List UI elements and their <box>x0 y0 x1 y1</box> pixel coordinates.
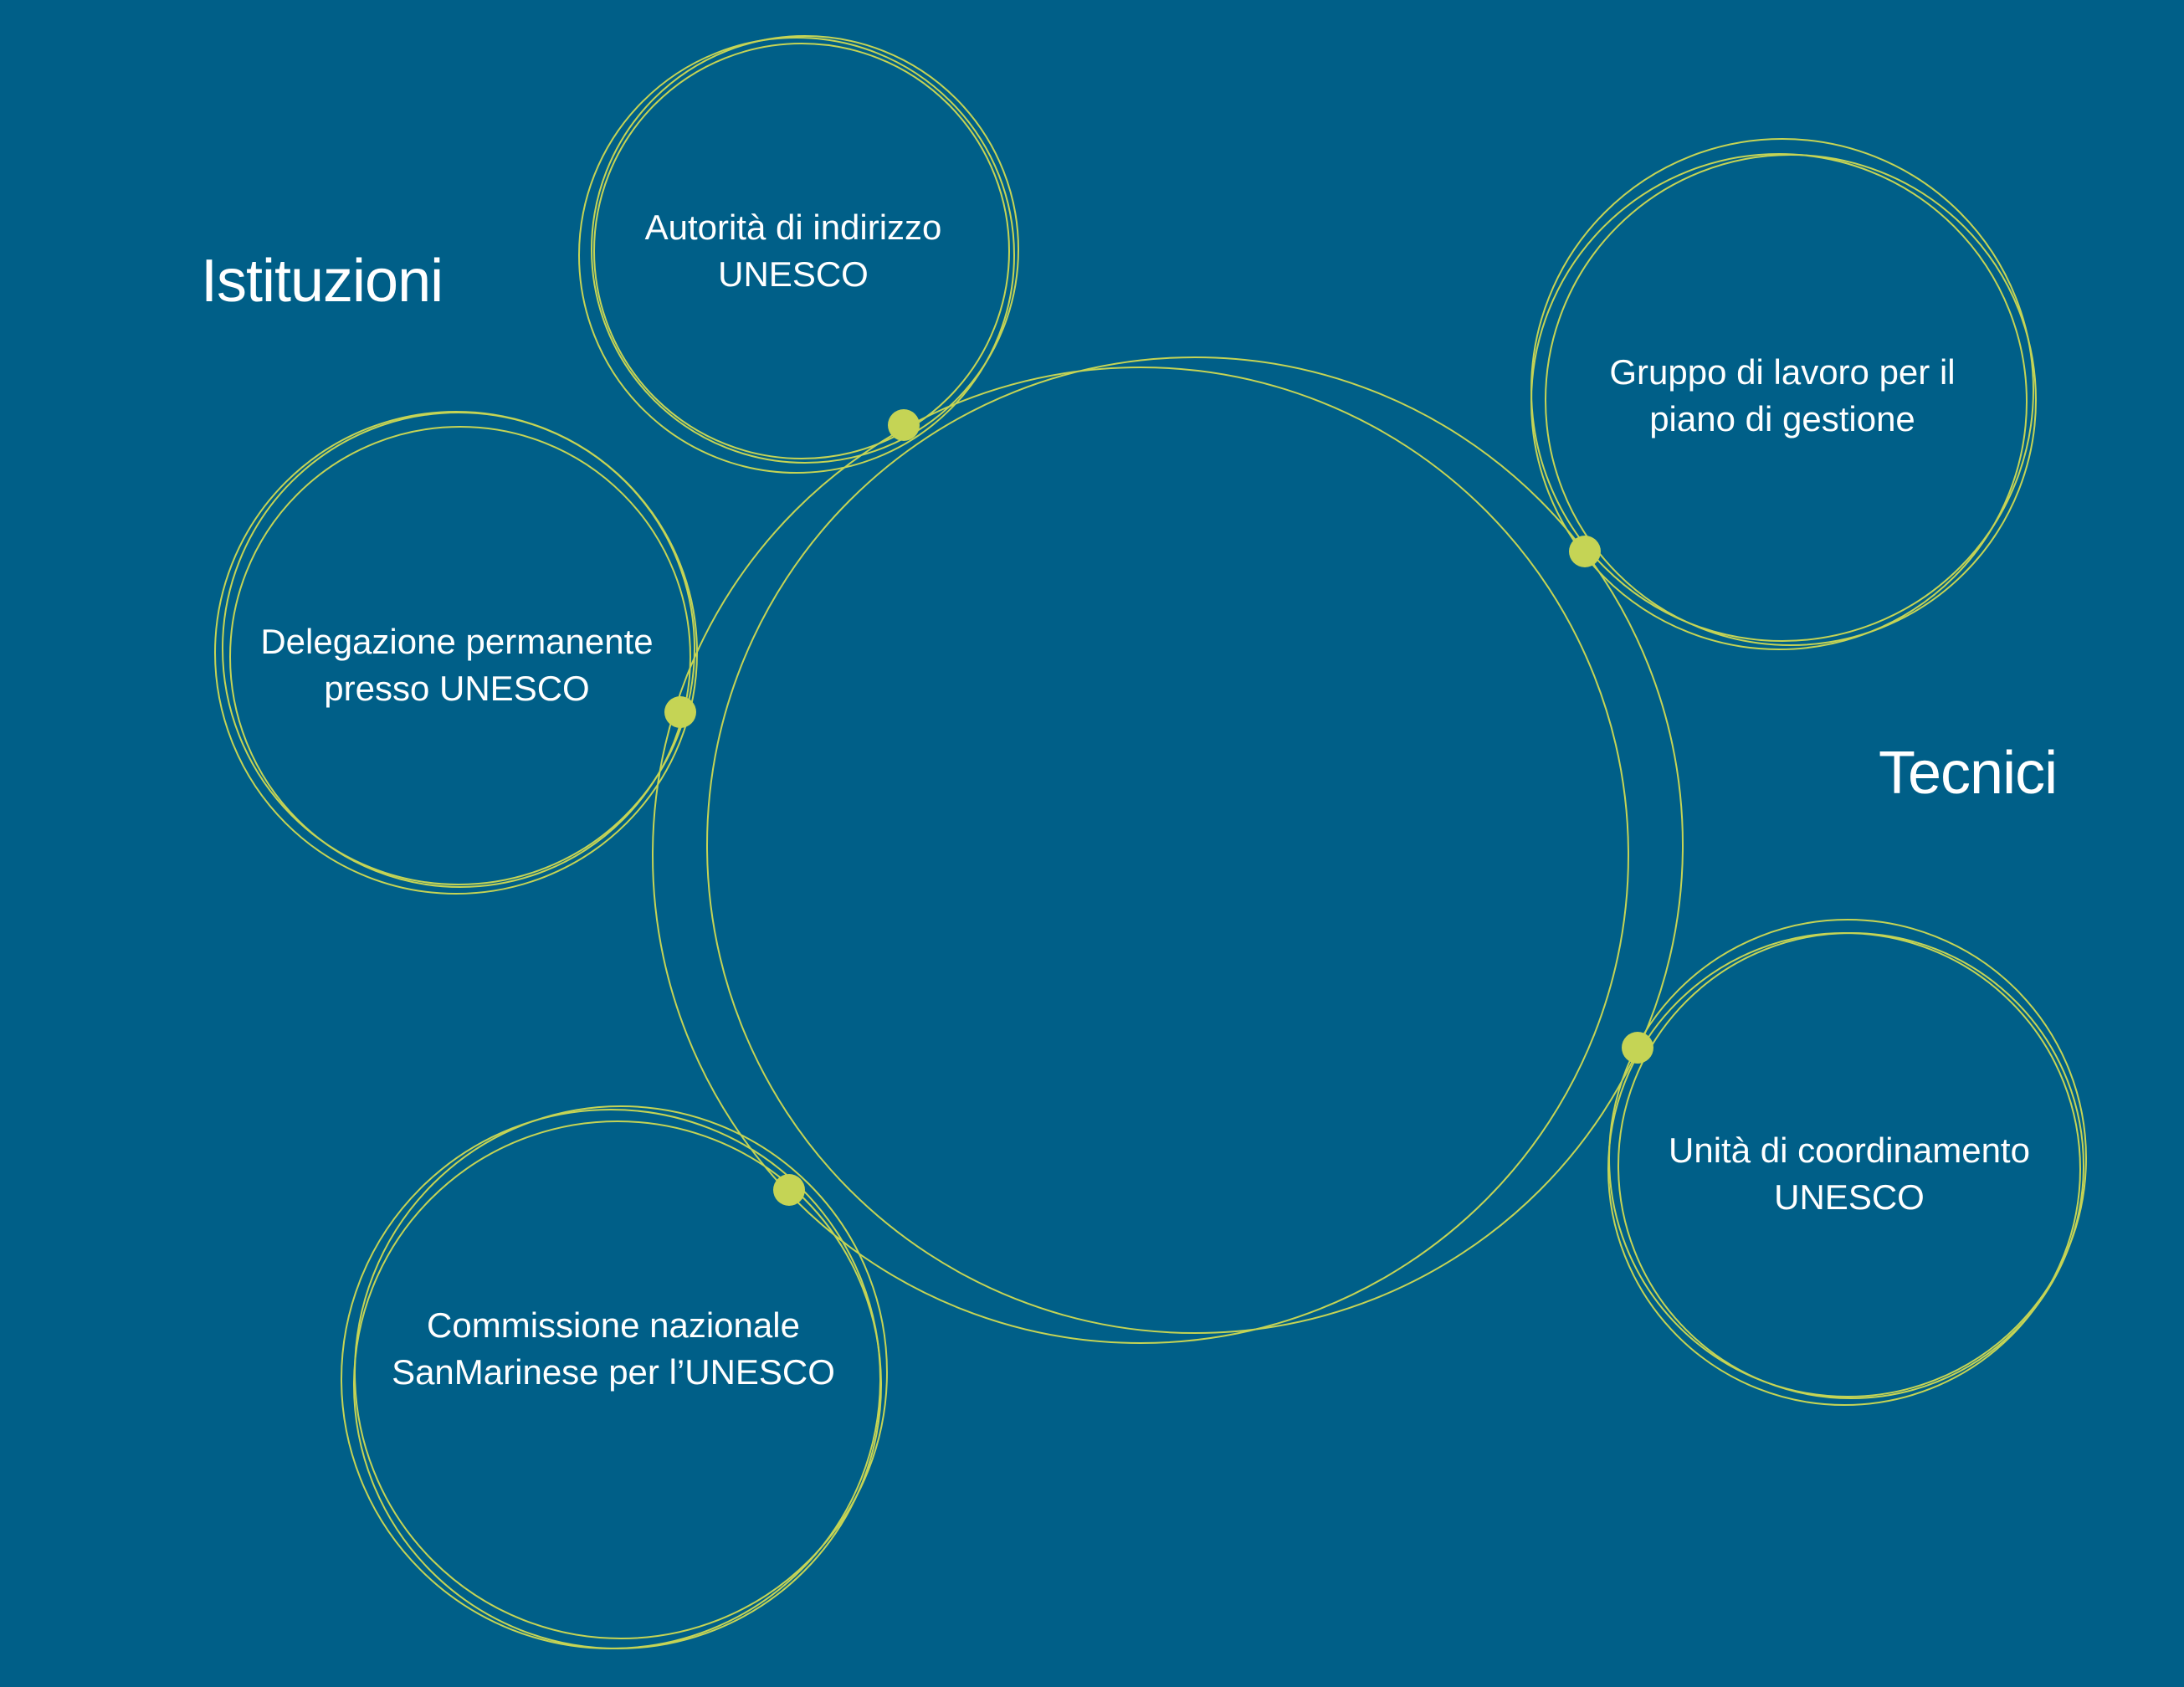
node-label-commissione: Commissione nazionale SanMarinese per l’… <box>392 1302 835 1396</box>
node-label-gruppo: Gruppo di lavoro per il piano di gestion… <box>1609 349 1955 443</box>
group-label-tecnici: Tecnici <box>1879 740 2058 807</box>
node-label-line: Commissione nazionale <box>427 1305 800 1345</box>
node-circles <box>214 35 2087 1649</box>
node-label-line: Delegazione permanente <box>260 622 654 661</box>
node-ring-commissione-2 <box>353 1120 882 1649</box>
node-ring-delegazione-2 <box>214 411 698 895</box>
central-ring-inner <box>706 356 1684 1334</box>
node-label-line: SanMarinese per l’UNESCO <box>392 1352 835 1392</box>
connector-dots <box>664 409 1653 1206</box>
connector-dot-autorita <box>888 409 920 441</box>
node-label-line: UNESCO <box>1774 1177 1925 1217</box>
central-circle <box>652 356 1684 1344</box>
node-label-line: UNESCO <box>718 254 869 294</box>
connector-dot-gruppo <box>1569 536 1601 567</box>
node-ring-gruppo-3 <box>1530 153 2028 650</box>
connector-dot-delegazione <box>664 696 696 728</box>
node-label-line: Gruppo di lavoro per il <box>1609 352 1956 392</box>
node-label-line: presso UNESCO <box>324 669 590 708</box>
connector-dot-unita <box>1622 1032 1653 1064</box>
connector-dot-commissione <box>773 1174 805 1206</box>
node-ring-autorita-3 <box>593 43 1010 459</box>
node-label-autorita: Autorità di indirizzo UNESCO <box>645 204 942 298</box>
node-ring-commissione-3 <box>354 1105 888 1639</box>
node-label-line: piano di gestione <box>1649 399 1915 438</box>
node-label-line: Autorità di indirizzo <box>644 208 942 247</box>
node-ring-unita-3 <box>1607 932 2081 1406</box>
node-label-delegazione: Delegazione permanente presso UNESCO <box>260 618 653 712</box>
central-ring-outer <box>652 367 1629 1344</box>
node-label-line: Unità di coordinamento <box>1669 1131 2030 1170</box>
node-ring-autorita-1 <box>591 35 1019 464</box>
node-ring-autorita-2 <box>578 37 1015 474</box>
node-ring-delegazione-3 <box>229 426 691 888</box>
group-label-istituzioni: Istituzioni <box>201 248 443 315</box>
node-label-unita: Unità di coordinamento UNESCO <box>1669 1127 2030 1221</box>
